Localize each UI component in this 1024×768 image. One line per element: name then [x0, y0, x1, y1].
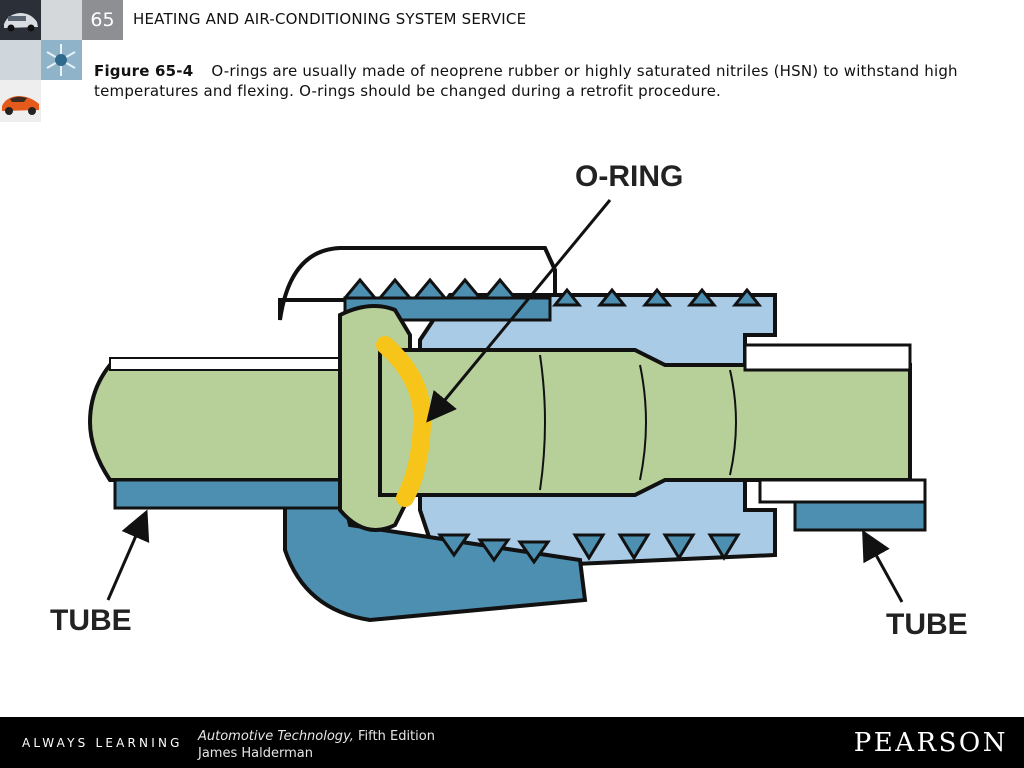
page-title: HEATING AND AIR-CONDITIONING SYSTEM SERV… — [133, 10, 527, 28]
publisher-logo: PEARSON — [853, 728, 1008, 758]
footer-bar: ALWAYS LEARNING Automotive Technology, F… — [0, 717, 1024, 768]
book-info: Automotive Technology, Fifth Edition Jam… — [198, 728, 435, 762]
left-tube-wall — [113, 478, 377, 510]
right-tube-label: TUBE — [886, 608, 968, 641]
car-thumbnail-top — [0, 0, 41, 40]
figure-label: Figure 65-4 — [94, 62, 194, 80]
tube-ridges — [539, 354, 737, 491]
right-tube-top-wall — [743, 343, 912, 372]
header-strip — [41, 0, 82, 40]
oring-fitting-diagram: O-RING TUBE TUBE — [50, 160, 968, 641]
book-author: James Halderman — [198, 746, 313, 761]
right-tube-outer — [793, 500, 927, 532]
book-edition: Fifth Edition — [353, 729, 435, 744]
book-title: Automotive Technology, — [198, 729, 354, 744]
left-tube-label: TUBE — [50, 604, 132, 637]
oring-label: O-RING — [575, 160, 683, 193]
sportscar-thumbnail — [0, 80, 41, 122]
gray-thumbnail — [0, 40, 41, 80]
crystal-thumbnail — [41, 40, 82, 80]
nut-bottom — [283, 478, 588, 623]
snowflake-icon — [41, 40, 82, 80]
threads-bottom — [437, 533, 741, 565]
right-tube-leader-arrow — [862, 529, 904, 603]
left-tube-leader-arrow — [106, 509, 150, 601]
oring-leader-arrow — [426, 199, 612, 423]
chapter-number: 65 — [82, 0, 123, 40]
caption-text: O-rings are usually made of neoprene rub… — [94, 62, 958, 100]
car-icon — [0, 0, 41, 40]
footer-tagline: ALWAYS LEARNING — [22, 736, 183, 750]
right-tube-bottom-wall — [758, 478, 927, 504]
sportscar-icon — [0, 80, 41, 122]
oring — [376, 336, 432, 507]
nut-body — [278, 246, 557, 321]
